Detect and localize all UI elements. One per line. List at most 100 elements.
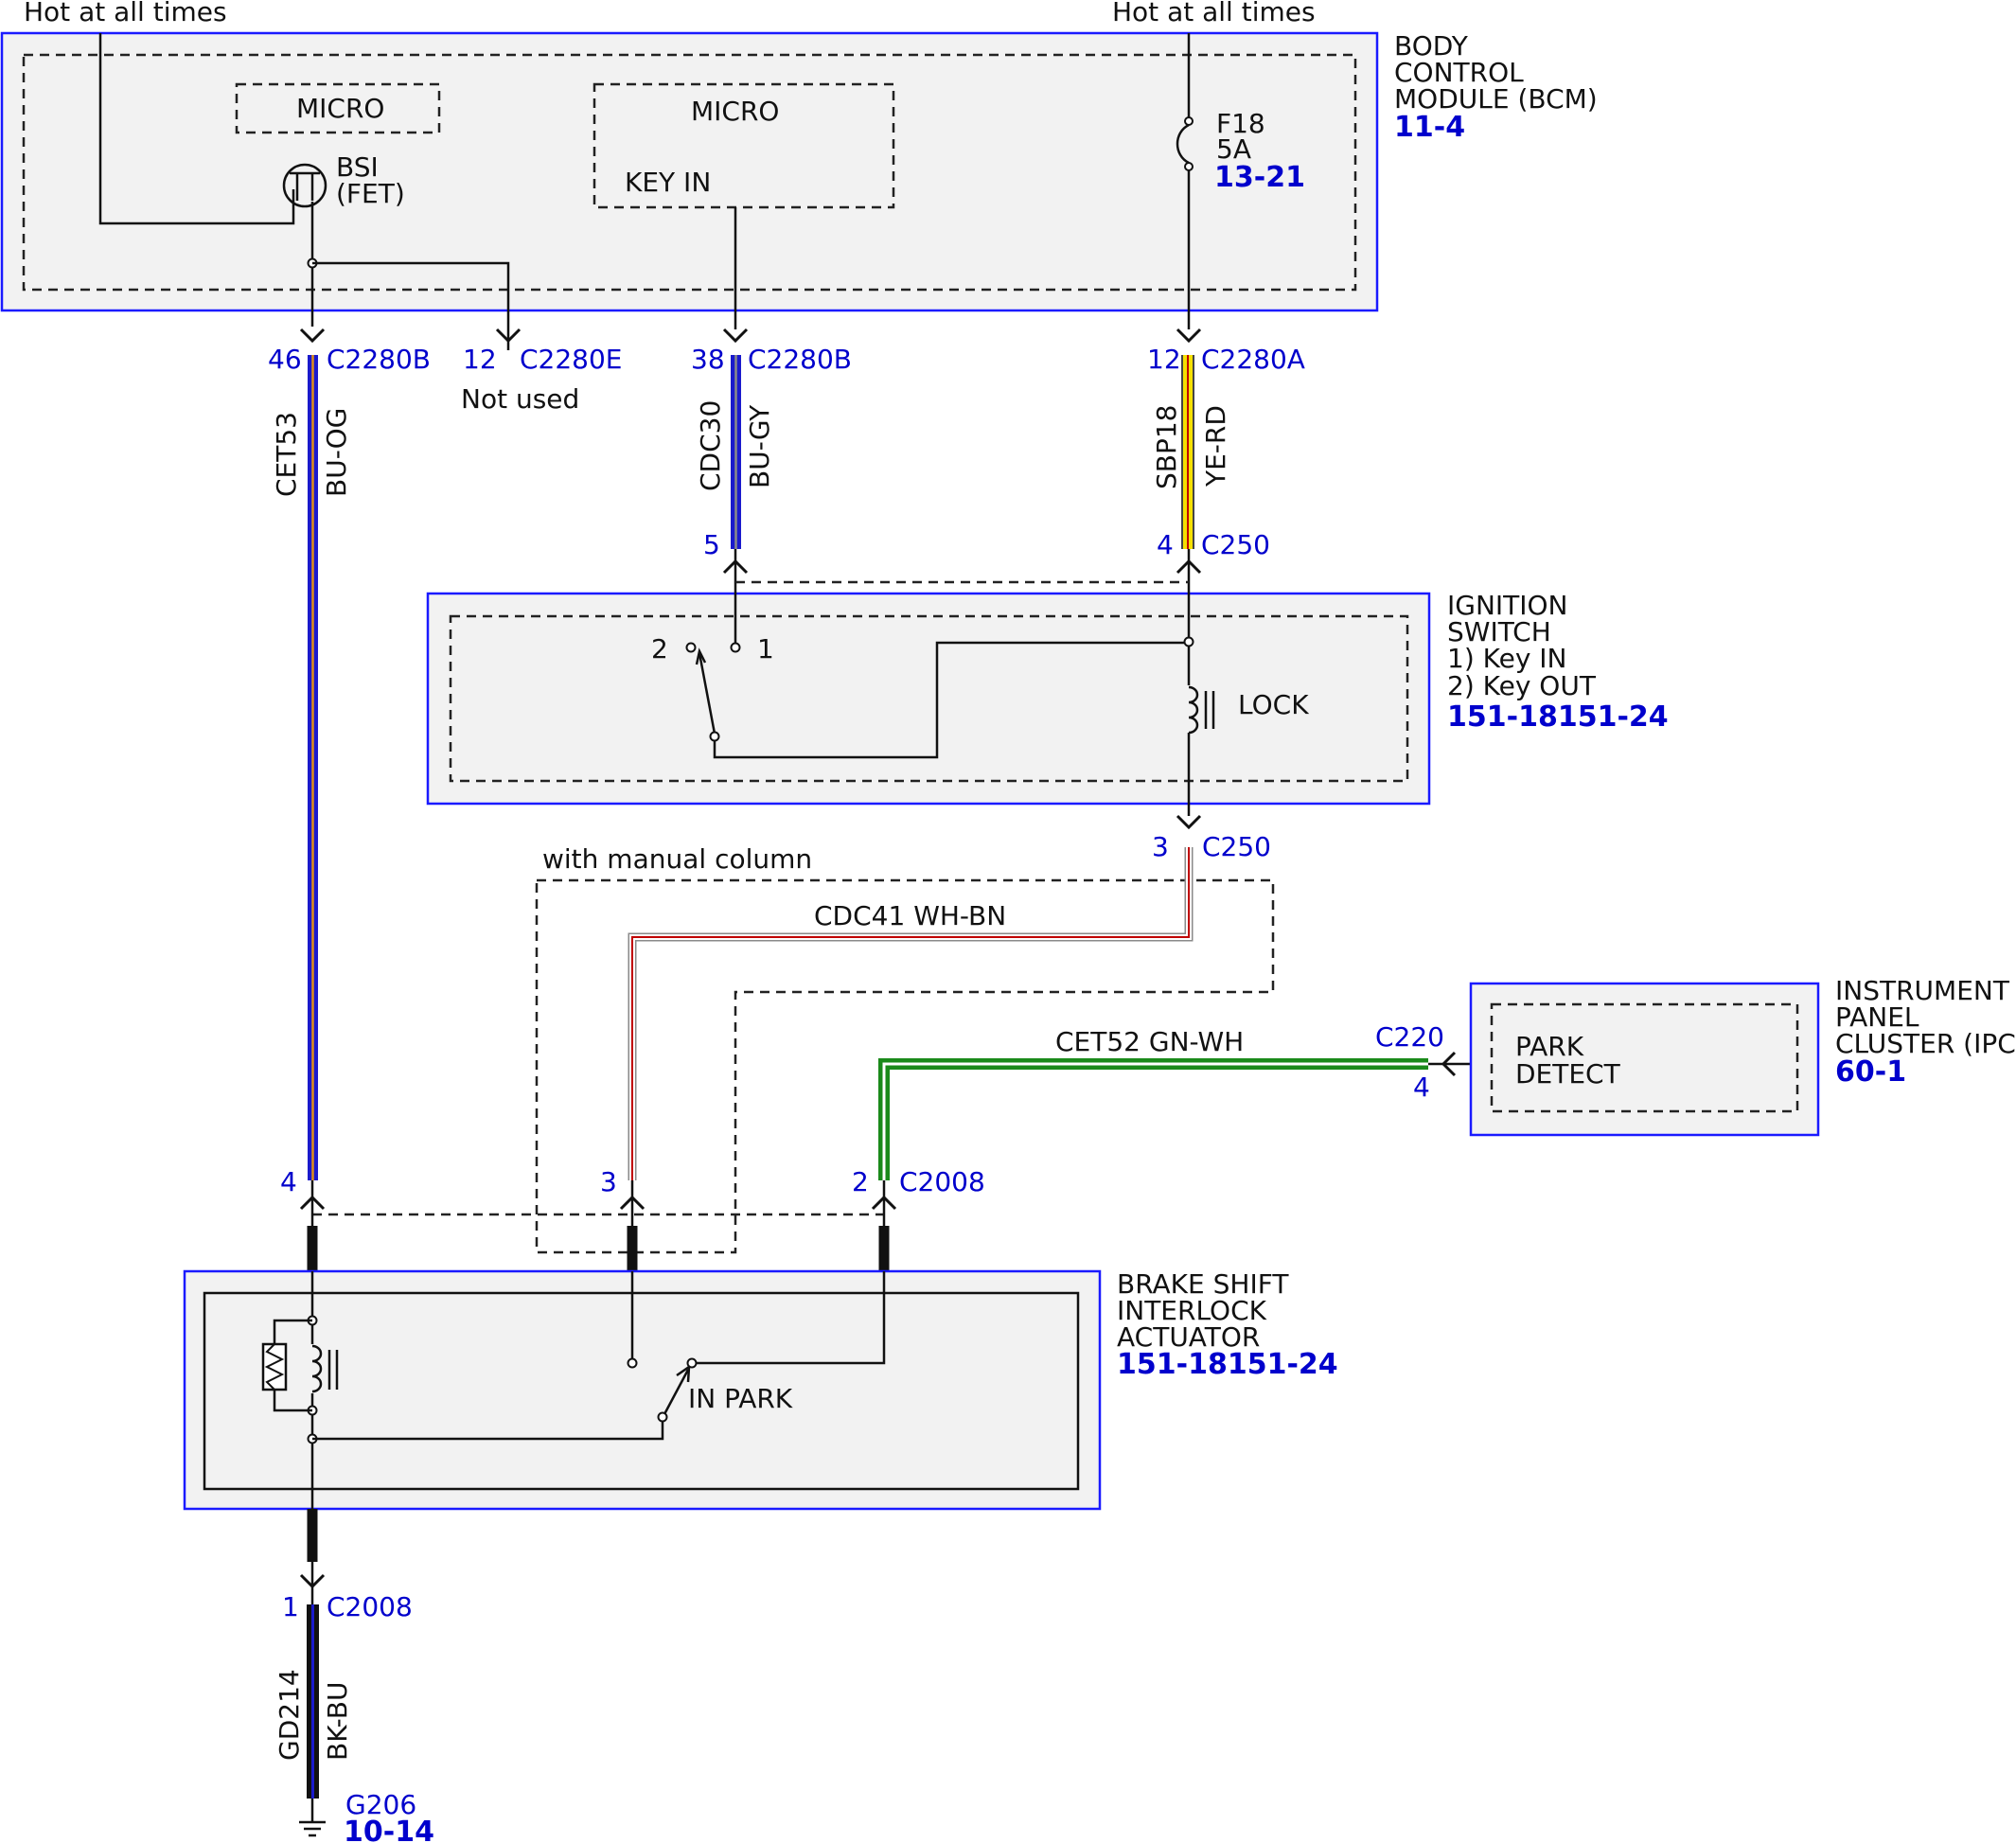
- c2008-2-pin: 2: [852, 1166, 869, 1197]
- micro-left-label: MICRO: [296, 93, 384, 124]
- gd214-color-label: BK-BU: [322, 1682, 353, 1761]
- ignition-name-2: SWITCH: [1447, 616, 1551, 647]
- park-detect-wire: [696, 1271, 886, 1365]
- fuse-icon: [1176, 123, 1190, 165]
- ground-ref[interactable]: 10-14: [344, 1816, 434, 1843]
- c250-4-pin: 4: [1157, 529, 1174, 560]
- bcm-name-1: BODY: [1394, 30, 1469, 62]
- bsia-inner: [203, 1291, 1080, 1491]
- connector-arrow-c2280b-38: [722, 328, 749, 344]
- c2280e-12-pin: 12: [463, 344, 497, 375]
- bcm-name-3: MODULE (BCM): [1394, 83, 1598, 115]
- c250-3-name: C250: [1202, 831, 1271, 862]
- c2280e-12-name: C2280E: [520, 344, 623, 375]
- ign-contact-2: [685, 642, 697, 653]
- in-park-common-contact: [657, 1411, 668, 1423]
- ignition-ref[interactable]: 151-18151-24: [1447, 700, 1669, 734]
- cet53-circuit-label: CET53: [271, 412, 302, 497]
- ipc-inner-dashed: [1490, 1002, 1799, 1113]
- supply-left-label: Hot at all times: [24, 0, 227, 27]
- connector-arrow-c220: [1441, 1051, 1457, 1077]
- bsia-name-1: BRAKE SHIFT: [1117, 1268, 1289, 1300]
- cdc41-label: CDC41 WH-BN: [814, 900, 1006, 931]
- fuse-terminal-top: [1184, 116, 1194, 126]
- fuse-ref[interactable]: 13-21: [1214, 161, 1305, 194]
- actuator-solenoid-icon: [307, 1344, 339, 1393]
- supply-right-label: Hot at all times: [1112, 0, 1316, 27]
- ipc-ref[interactable]: 60-1: [1835, 1055, 1906, 1089]
- connector-arrow-c2280b-46: [299, 328, 326, 344]
- wire-cdc30[interactable]: [731, 355, 741, 549]
- connector-arrow-c250-3: [1176, 814, 1202, 830]
- bsia-name-2: INTERLOCK: [1117, 1295, 1267, 1326]
- bsi-fet-icon: [282, 163, 327, 208]
- fuse-terminal-bottom: [1184, 162, 1194, 171]
- cdc30-color-label: BU-GY: [744, 404, 775, 488]
- key-in-contact: [627, 1357, 638, 1369]
- ignition-name-3: 1) Key IN: [1447, 643, 1567, 674]
- wire-gd214[interactable]: [307, 1604, 319, 1799]
- ign-internal-wire: [713, 641, 1189, 759]
- not-used-branch-wire: [312, 261, 510, 329]
- wire-cet53[interactable]: [308, 355, 318, 1180]
- splice-dot: [1183, 636, 1194, 647]
- c2008-4-pin: 4: [280, 1166, 297, 1197]
- ignition-inner-dashed: [449, 614, 1409, 783]
- ign-pos1-label: 1: [757, 633, 774, 665]
- micro-right-label: MICRO: [691, 96, 779, 127]
- in-park-label: IN PARK: [688, 1383, 793, 1414]
- bcm-inner-dashed: [22, 53, 1357, 292]
- c2280b-46-name: C2280B: [327, 344, 431, 375]
- bcm-name-2: CONTROL: [1394, 57, 1524, 88]
- c2008-1-pin: 1: [282, 1591, 299, 1622]
- c250-4-name: C250: [1201, 529, 1270, 560]
- c2280b-38-name: C2280B: [748, 344, 852, 375]
- in-park-common-wire: [312, 1420, 664, 1441]
- not-used-label: Not used: [461, 383, 579, 415]
- c250-5-pin: 5: [703, 529, 720, 560]
- c2008-3-pin: 3: [600, 1166, 617, 1197]
- c2280b-46-pin: 46: [268, 344, 302, 375]
- cet52-label: CET52 GN-WH: [1055, 1026, 1244, 1057]
- c2280b-38-pin: 38: [691, 344, 725, 375]
- in-park-contact: [686, 1357, 698, 1369]
- connector-arrow-c2280a-12: [1176, 328, 1202, 344]
- ipc-box: [1469, 982, 1820, 1137]
- ignition-box: [426, 592, 1431, 806]
- lock-label: LOCK: [1238, 689, 1309, 720]
- lock-solenoid-icon: [1183, 685, 1215, 735]
- sbp18-color-label: YE-RD: [1200, 405, 1231, 487]
- manual-column-label: with manual column: [542, 843, 812, 875]
- bcm-box: [0, 31, 1379, 312]
- fuse-label-1: F18: [1216, 108, 1265, 139]
- ground-icon: [299, 1820, 326, 1837]
- park-detect-2: DETECT: [1515, 1058, 1621, 1090]
- ipc-name-3: CLUSTER (IPC): [1835, 1028, 2016, 1059]
- gd214-circuit-label: GD214: [274, 1669, 305, 1761]
- cet53-color-label: BU-OG: [321, 408, 352, 497]
- ignition-name-1: IGNITION: [1447, 590, 1568, 621]
- ipc-name-2: PANEL: [1835, 1001, 1919, 1033]
- bcm-micro-right: [592, 82, 895, 209]
- bsi-label-1: BSI: [336, 151, 379, 183]
- ipc-name-1: INSTRUMENT: [1835, 975, 2010, 1006]
- park-detect-1: PARK: [1515, 1031, 1584, 1062]
- ign-common-contact: [709, 731, 720, 742]
- bsi-supply-wire: [98, 33, 295, 225]
- wire-cdc41[interactable]: [628, 847, 1194, 1180]
- key-in-label: KEY IN: [625, 167, 711, 198]
- wire-cet52[interactable]: [878, 1058, 1428, 1180]
- wire-sbp18[interactable]: [1181, 355, 1194, 549]
- bcm-ref[interactable]: 11-4: [1394, 111, 1465, 144]
- c2280a-12-pin: 12: [1147, 344, 1181, 375]
- manual-column-outline: [535, 878, 1275, 1254]
- ign-pos2-label: 2: [651, 633, 668, 665]
- ign-contact-1: [730, 642, 741, 653]
- c2008-2-name: C2008: [899, 1166, 985, 1197]
- c250-3-pin: 3: [1152, 831, 1169, 862]
- c220-pin: 4: [1413, 1072, 1430, 1103]
- ignition-name-4: 2) Key OUT: [1447, 670, 1597, 701]
- ground-name: G206: [345, 1789, 416, 1820]
- bsia-ref[interactable]: 151-18151-24: [1117, 1348, 1338, 1381]
